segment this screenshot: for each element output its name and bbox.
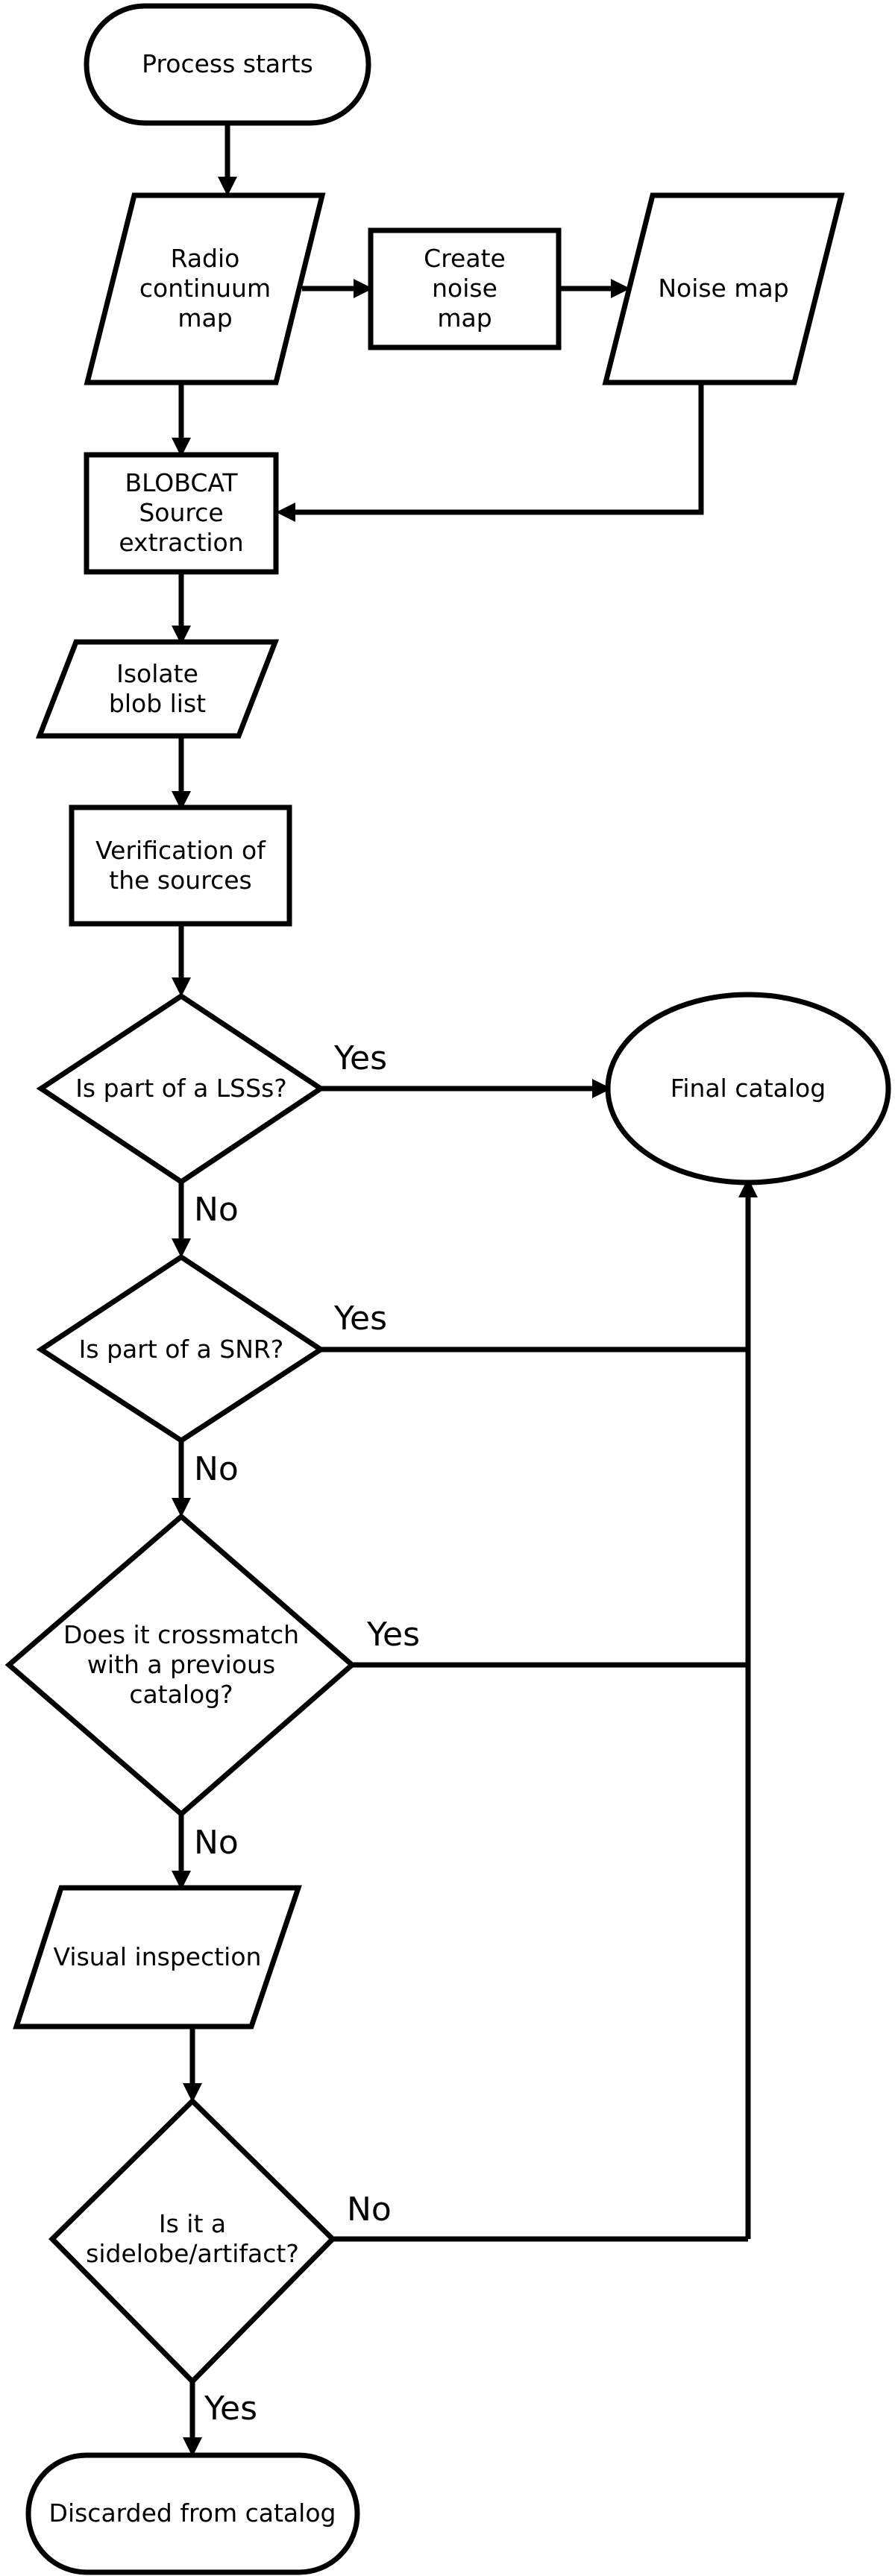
node-label-line: Does it crossmatch [63, 1620, 299, 1649]
node-discarded-from-catalog: Discarded from catalog [25, 2452, 360, 2575]
edge-labels: Yes No Yes No Yes No No Yes [194, 1039, 420, 2428]
label-sidelobe-no: No [347, 2191, 392, 2229]
node-label-line: Visual inspection [54, 1942, 262, 1971]
node-label-line: map [437, 303, 492, 333]
node-label-line: blob list [109, 689, 206, 718]
arrowhead-crossmatch-visual [172, 1871, 191, 1890]
label-crossmatch-yes: Yes [366, 1616, 420, 1654]
node-label-line: Source [139, 498, 223, 527]
node-label: Noise map [658, 274, 788, 303]
arrowhead-radio-create [354, 279, 373, 298]
node-label-line: Discarded from catalog [49, 2498, 336, 2528]
node-label: Visual inspection [54, 1942, 262, 1971]
node-process-starts: Process starts [84, 3, 371, 126]
node-label-line: Radio [171, 244, 240, 273]
node-label-line: Is it a [159, 2209, 226, 2238]
label-crossmatch-no: No [194, 1824, 239, 1862]
node-label: Discarded from catalog [49, 2498, 336, 2528]
arrowhead-verification-lss [172, 977, 191, 997]
node-noise-map: Noise map [602, 192, 845, 385]
edge-noise-to-blobcat [283, 384, 704, 515]
node-label-line: BLOBCAT [125, 468, 238, 497]
arrowhead-merge-final [738, 1178, 758, 1197]
node-label-line: continuum [139, 274, 271, 303]
arrowhead-sidelobe-discarded [183, 2437, 202, 2457]
node-visual-inspection: Visual inspection [13, 1885, 302, 2029]
node-label: Is part of a SNR? [79, 1335, 284, 1364]
node-label-line: extraction [119, 528, 243, 557]
label-sidelobe-yes: Yes [204, 2390, 257, 2428]
node-label-line: catalog? [129, 1680, 233, 1709]
label-snr-no: No [194, 1450, 239, 1488]
node-label: Is part of a LSSs? [75, 1074, 287, 1103]
node-is-part-of-snr: Is part of a SNR? [36, 1253, 326, 1444]
node-label-line: Verification of [95, 836, 266, 865]
node-label-line: Is part of a SNR? [79, 1335, 284, 1364]
node-label-line: noise [432, 274, 497, 303]
arrowhead-create-noise [611, 279, 630, 298]
node-label-line: Is part of a LSSs? [75, 1074, 287, 1103]
node-label-line: Isolate [116, 659, 198, 688]
arrowhead-start-radio [218, 177, 237, 196]
node-label-line: Noise map [658, 274, 788, 303]
node-label-line: Process starts [142, 49, 313, 78]
node-label: Final catalog [671, 1074, 826, 1103]
node-label-line: sidelobe/artifact? [86, 2239, 299, 2268]
node-label-line: Create [424, 244, 506, 273]
arrowhead-blobcat-isolate [172, 626, 191, 645]
node-label-line: the sources [109, 866, 251, 895]
arrowhead-lss-final [592, 1079, 612, 1098]
label-lss-yes: Yes [333, 1039, 387, 1077]
arrowhead-lss-snr [172, 1238, 191, 1258]
arrowhead-radio-blobcat [172, 438, 191, 457]
arrowhead-isolate-verification [172, 791, 191, 810]
node-label-line: with a previous [87, 1650, 275, 1679]
arrowhead-visual-sidelobe [183, 2083, 202, 2103]
arrowhead-snr-crossmatch [172, 1498, 191, 1517]
label-lss-no: No [194, 1191, 239, 1229]
arrowheads [172, 177, 758, 2457]
node-label-line: Final catalog [671, 1074, 826, 1103]
node-label-line: map [178, 303, 232, 333]
node-final-catalog: Final catalog [605, 992, 891, 1185]
node-is-part-of-lss: Is part of a LSSs? [36, 992, 326, 1185]
arrowhead-noise-blobcat [276, 503, 295, 522]
node-label: Process starts [142, 49, 313, 78]
label-snr-yes: Yes [333, 1300, 387, 1338]
